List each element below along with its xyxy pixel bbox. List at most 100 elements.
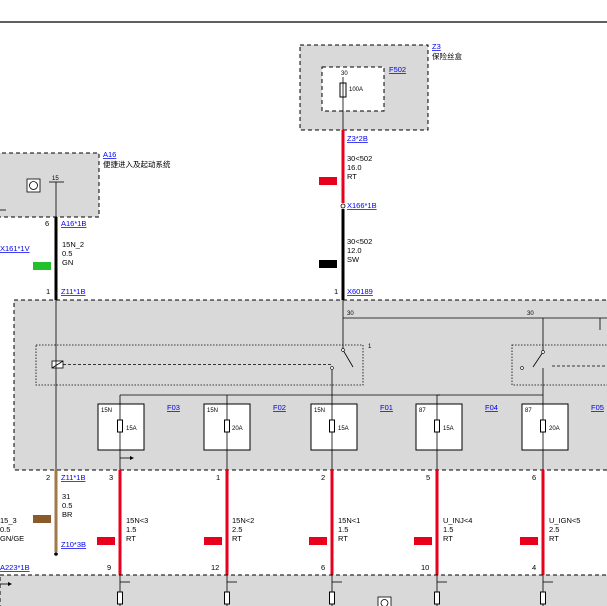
a16-1b-link[interactable]: A16*1B: [61, 219, 86, 228]
wire-z3-color: RT: [347, 172, 357, 181]
fuse-f03-holder: [97, 403, 145, 451]
fuse-f05: 87 20A F05: [521, 395, 604, 470]
bottom-left-arrowhead-icon: [8, 582, 12, 586]
fuse-f03-link[interactable]: F03: [167, 403, 180, 412]
wire-15n2-out-size: 2.5: [232, 525, 242, 534]
fuse-f03: 15N 15A F03: [97, 395, 180, 470]
wire-u-inj4-size: 1.5: [443, 525, 453, 534]
a16-box: [0, 152, 100, 218]
x60189-link[interactable]: X60189: [347, 287, 373, 296]
wire-15n2-size: 0.5: [62, 249, 72, 258]
bottom-component-4-icon: [434, 591, 440, 605]
wire-color-swatch-red: [319, 177, 337, 185]
bottom-component-1-icon: [117, 591, 123, 605]
relay-2-contact-switch-icon: [532, 351, 544, 368]
bottom-module: [0, 574, 607, 606]
ground-junction-dot: [54, 552, 58, 556]
z3-link[interactable]: Z3: [432, 42, 441, 51]
a16-link[interactable]: A16: [103, 150, 116, 159]
z10-link[interactable]: Z10*3B: [61, 540, 86, 549]
z11-top-pin: 1: [46, 287, 50, 296]
wire-15n1-color: RT: [338, 534, 348, 543]
fuse-f02: 15N 20A F02: [203, 395, 286, 470]
wire-15n1-size: 1.5: [338, 525, 348, 534]
fuse-f02-rating: 20A: [232, 426, 243, 432]
relay-1-contact-no: [330, 366, 334, 370]
f502-fuse-holder: [321, 66, 385, 112]
z11-bottom-link[interactable]: Z11*1B: [61, 473, 85, 482]
swatch-15n1: [309, 537, 327, 545]
wire-15-3-color: GN/GE: [0, 534, 24, 543]
a16-pin-no: 6: [45, 219, 49, 228]
relay-1-coil-diagonal: [51, 360, 64, 369]
wire-15n1-signal: 15N<1: [338, 516, 360, 525]
x166-connector-dot: [340, 203, 346, 209]
wire-15-3-size: 0.5: [0, 525, 10, 534]
wire-color-swatch-black: [319, 260, 337, 268]
f03-pin: 3: [109, 473, 113, 482]
fuse-f03-rating: 15A: [126, 426, 137, 432]
relay-1-pin: 1: [368, 344, 372, 350]
swatch-15n2-out: [204, 537, 222, 545]
swatch-u-inj4: [414, 537, 432, 545]
z3-2b-link[interactable]: Z3*2B: [347, 134, 368, 143]
bottom-pin-3: 6: [321, 563, 325, 572]
bottom-pin-5: 4: [532, 563, 536, 572]
fuse-f01: 15N 15A F01: [310, 395, 393, 470]
wire-z3-signal: 30<502: [347, 154, 372, 163]
fuse-f01-label: 15N: [314, 408, 325, 414]
wire-31-size: 0.5: [62, 501, 72, 510]
wire-z3-size: 16.0: [347, 163, 362, 172]
wire-u-ign5-size: 2.5: [549, 525, 559, 534]
bus-label-a: 30: [347, 311, 354, 317]
fuse-f05-label: 87: [525, 408, 532, 414]
x166-link[interactable]: X166*1B: [347, 201, 377, 210]
wire-x166-signal: 30<502: [347, 237, 372, 246]
wire-15n2-color: GN: [62, 258, 73, 267]
bottom-module-symbol-frame: [377, 596, 392, 606]
wire-15-3-signal: 15_3: [0, 516, 17, 525]
wire-15n2-out-color: RT: [232, 534, 242, 543]
fuse-f02-icon: [224, 419, 230, 433]
wire-31-color: BR: [62, 510, 73, 519]
wire-15n2-out-signal: 15N<2: [232, 516, 254, 525]
wire-x166-size: 12.0: [347, 246, 362, 255]
relay-2-contact-pivot: [541, 350, 545, 354]
wire-31-signal: 31: [62, 492, 70, 501]
fuse-f05-link[interactable]: F05: [591, 403, 604, 412]
wire-u-ign5-color: RT: [549, 534, 559, 543]
relay-1-contact-switch-icon: [342, 349, 354, 368]
fuse-f05-icon: [540, 419, 546, 433]
fuse-f04-icon: [434, 419, 440, 433]
f502-rating: 100A: [349, 87, 363, 93]
a16-pin-label: 15: [52, 176, 59, 182]
a16-module-icon: [29, 181, 38, 190]
fuse-f01-link[interactable]: F01: [380, 403, 393, 412]
f03-tap-arrowhead-icon: [130, 456, 134, 460]
fuse-f04-link[interactable]: F04: [485, 403, 498, 412]
z11-top-link[interactable]: Z11*1B: [61, 287, 85, 296]
wire-15n3-color: RT: [126, 534, 136, 543]
a16-name: 便捷进入及起动系统: [103, 159, 171, 169]
fuse-f01-icon: [329, 419, 335, 433]
a223-link[interactable]: A223*1B: [0, 563, 30, 572]
distribution-box: 30 30 1 15N 15A F: [13, 299, 607, 471]
bottom-component-5-icon: [540, 591, 546, 605]
swatch-31-brown: [33, 515, 51, 523]
fuse-f01-rating: 15A: [338, 426, 349, 432]
f01-pin: 2: [321, 473, 325, 482]
fuse-f04: 87 15A F04: [415, 395, 498, 470]
f04-pin: 5: [426, 473, 430, 482]
bottom-component-3-icon: [329, 591, 335, 605]
x60189-pin: 1: [334, 287, 338, 296]
wire-u-inj4-signal: U_INJ<4: [443, 516, 472, 525]
fuse-f02-link[interactable]: F02: [273, 403, 286, 412]
fuse-f02-label: 15N: [207, 408, 218, 414]
wire-15n2-signal: 15N_2: [62, 240, 84, 249]
fuse-f03-icon: [117, 419, 123, 433]
a16-module: 15 A16 便捷进入及起动系统: [0, 150, 171, 218]
swatch-15n3: [97, 537, 115, 545]
x161-link[interactable]: X161*1V: [0, 244, 30, 253]
f502-link[interactable]: F502: [389, 65, 406, 74]
